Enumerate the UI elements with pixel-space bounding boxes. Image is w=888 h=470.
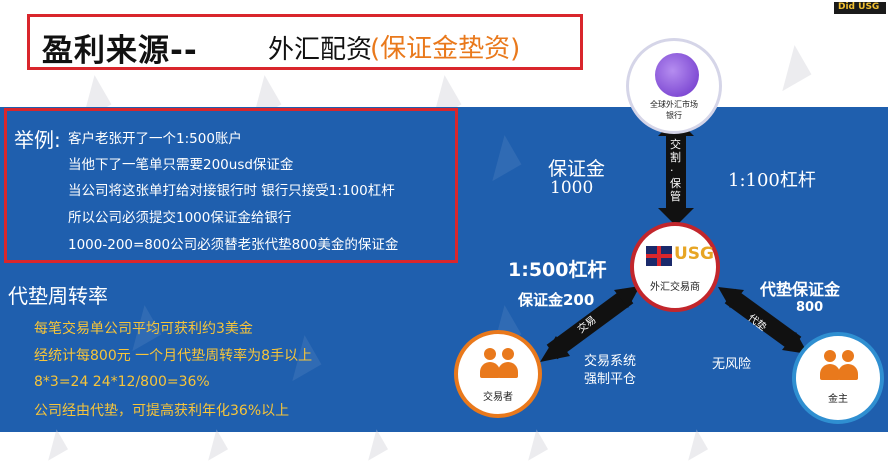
arrow-settlement-label: 交割·保管	[670, 138, 681, 203]
brand-logo-text: Did USG	[838, 2, 880, 12]
margin-top-label: 保证金	[548, 158, 606, 180]
leverage-left: 1:500杠杆	[508, 259, 607, 281]
example-line: 当他下了一笔单只需要200usd保证金	[68, 157, 294, 173]
title-box: 盈利来源-- 外汇配资 (保证金垫资)	[27, 14, 583, 70]
example-label: 举例:	[14, 128, 61, 152]
users-icon	[480, 348, 518, 382]
turnover-line: 经统计每800元 一个月代垫周转率为8手以上	[34, 348, 313, 364]
turnover-line: 每笔交易单公司平均可获利约3美金	[34, 321, 253, 337]
bottom-strip: ◢ ◢ ◢ ◢ ◢	[0, 423, 888, 470]
advance-margin-value: 800	[796, 300, 824, 315]
advance-margin-label: 代垫保证金	[760, 280, 841, 299]
node-fx-dealer-label: 外汇交易商	[650, 282, 700, 293]
page-subtitle-highlight: (保证金垫资)	[370, 34, 521, 64]
node-trader-label: 交易者	[483, 392, 513, 403]
node-funder-label: 金主	[828, 394, 848, 405]
example-line: 客户老张开了一个1:500账户	[68, 131, 242, 147]
brand-logo: Did USG	[834, 2, 886, 14]
no-risk-label: 无风险	[712, 357, 752, 372]
arrow-trade	[540, 286, 640, 362]
example-line: 当公司将这张单打给对接银行时 银行只接受1:100杠杆	[68, 183, 395, 199]
users-icon	[820, 350, 858, 384]
forced-close-label: 交易系统 强制平仓	[584, 354, 637, 387]
turnover-line: 8*3=24 24*12/800=36%	[34, 374, 210, 390]
turnover-line: 公司经由代垫，可提高获利年化36%以上	[34, 403, 290, 419]
example-box: 举例: 客户老张开了一个1:500账户 当他下了一笔单只需要200usd保证金 …	[4, 108, 458, 263]
node-funder: 金主	[792, 332, 884, 424]
example-line: 所以公司必须提交1000保证金给银行	[68, 210, 292, 226]
example-line: 1000-200=800公司必须替老张代垫800美金的保证金	[68, 237, 399, 253]
node-trader: 交易者	[454, 330, 542, 418]
node-fx-dealer: USG 外汇交易商	[630, 222, 720, 312]
turnover-title: 代垫周转率	[8, 284, 108, 308]
globe-icon	[655, 53, 699, 97]
leverage-top: 1:100杠杆	[728, 170, 816, 191]
page-subtitle: 外汇配资	[268, 35, 373, 65]
center-logo: USG	[674, 244, 715, 264]
node-global-banks: 全球外汇市场银行	[626, 38, 722, 134]
node-global-banks-label: 全球外汇市场银行	[650, 100, 698, 120]
margin-left: 保证金200	[518, 291, 595, 309]
page-title: 盈利来源--	[42, 33, 198, 69]
margin-top-value: 1000	[550, 178, 594, 198]
content-panel	[0, 107, 888, 432]
flag-icon	[646, 246, 672, 266]
